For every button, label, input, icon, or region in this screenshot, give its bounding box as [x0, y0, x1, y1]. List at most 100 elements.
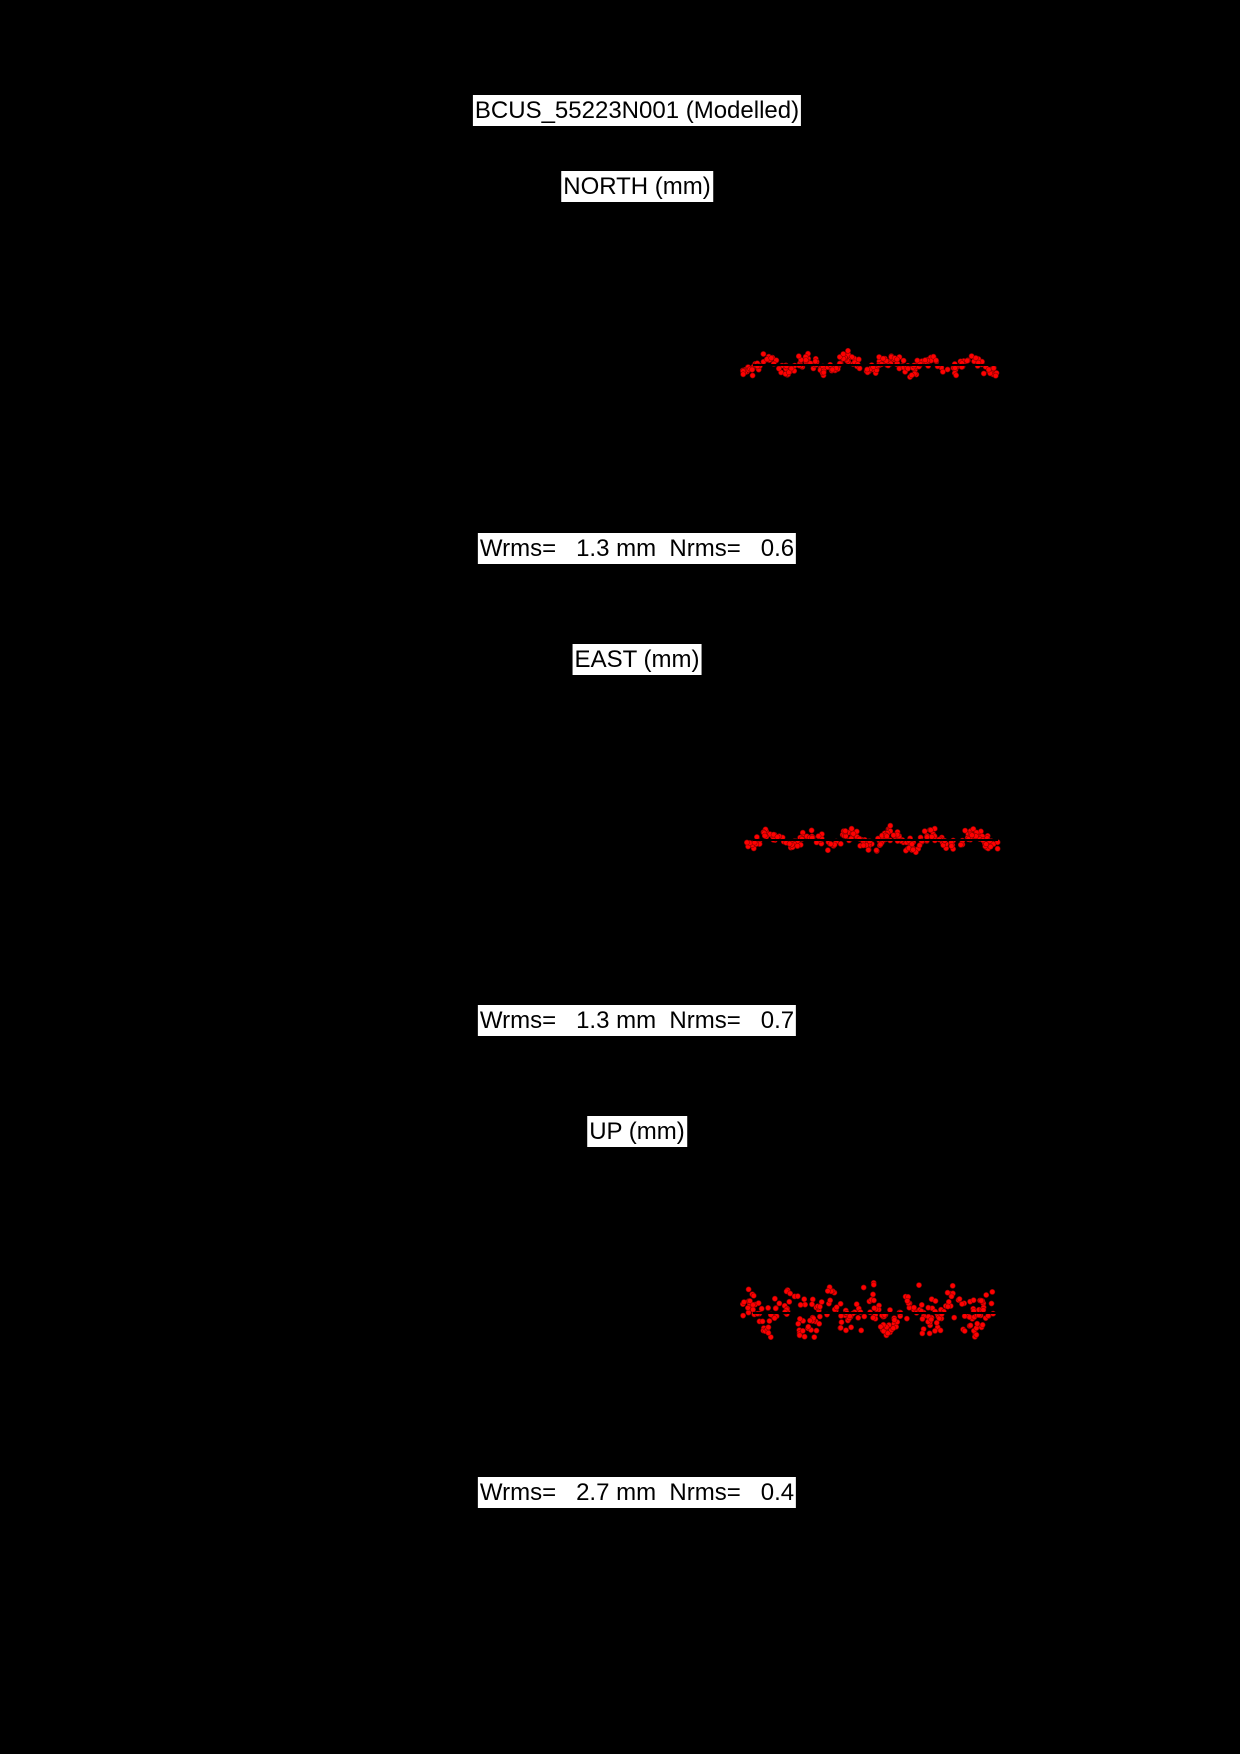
residual-point: [838, 1319, 845, 1326]
residual-point: [937, 1327, 944, 1334]
residual-point: [855, 356, 862, 363]
residual-point: [887, 822, 894, 829]
residual-point: [987, 843, 994, 850]
residual-point: [827, 1297, 833, 1304]
residual-point: [776, 365, 782, 372]
residual-point: [944, 366, 951, 373]
residual-point: [815, 833, 822, 840]
residual-point: [786, 1298, 793, 1305]
residual-point: [992, 372, 999, 379]
up-component-label: UP (mm): [587, 1116, 687, 1147]
residual-point: [812, 358, 819, 365]
residual-point: [925, 1304, 932, 1311]
residual-point: [970, 1297, 977, 1304]
residual-point: [843, 1327, 849, 1334]
residual-point: [905, 365, 911, 372]
residual-point: [786, 840, 793, 847]
residual-point: [811, 1334, 818, 1340]
residual-point: [877, 841, 884, 848]
residual-point: [768, 355, 775, 361]
residual-point: [797, 1316, 803, 1322]
residual-point: [914, 357, 921, 364]
residual-point: [890, 832, 897, 839]
east-stats-label: Wrms= 1.3 mm Nrms= 0.7: [477, 1005, 797, 1036]
residual-point: [805, 1323, 812, 1330]
residual-point: [918, 1302, 925, 1308]
residual-point: [750, 1306, 756, 1313]
residual-point: [774, 834, 781, 840]
residual-point: [948, 1293, 955, 1300]
residual-point: [795, 353, 802, 360]
residual-point: [973, 1331, 980, 1338]
residual-point: [860, 842, 867, 849]
residual-point: [838, 1313, 844, 1319]
residual-point: [983, 841, 989, 848]
residual-point: [871, 1297, 877, 1304]
residual-point: [988, 1300, 995, 1307]
residual-point: [761, 832, 768, 839]
residual-point: [951, 1314, 958, 1321]
residual-point: [765, 1305, 771, 1311]
residual-point: [916, 842, 923, 849]
residual-point: [758, 1305, 765, 1312]
residual-point: [759, 1318, 766, 1325]
residual-point: [809, 1301, 815, 1308]
residual-point: [740, 1312, 746, 1319]
residual-point: [747, 1298, 753, 1304]
residual-point: [801, 1333, 808, 1340]
residual-point: [808, 827, 815, 834]
residual-point: [985, 366, 992, 373]
residual-point: [817, 1313, 823, 1320]
residual-point: [900, 357, 907, 364]
residual-point: [809, 1296, 816, 1303]
residual-point: [772, 1305, 779, 1312]
residual-point: [787, 1290, 793, 1297]
residual-point: [765, 1330, 772, 1336]
residual-point: [849, 354, 855, 360]
residual-point: [799, 1328, 806, 1334]
residual-point: [989, 1289, 996, 1295]
residual-point: [820, 369, 827, 376]
residual-point: [801, 1296, 808, 1303]
residual-point: [802, 357, 809, 363]
residual-point: [994, 845, 1001, 852]
residual-point: [959, 1301, 965, 1307]
residual-point: [961, 1328, 968, 1334]
residual-point: [870, 1281, 877, 1288]
residual-point: [932, 1328, 938, 1334]
residual-point: [926, 1330, 933, 1337]
residual-point: [962, 827, 968, 834]
residual-point: [825, 847, 831, 854]
residual-point: [919, 1316, 926, 1322]
residual-point: [837, 1300, 844, 1307]
residual-point: [961, 1313, 968, 1319]
residual-point: [990, 365, 997, 372]
residual-point: [909, 841, 915, 847]
residual-point: [860, 1284, 867, 1291]
residual-point: [829, 366, 836, 373]
residual-point: [760, 351, 767, 357]
residual-point: [848, 1324, 854, 1331]
residual-point: [970, 826, 977, 832]
residual-point: [855, 1314, 862, 1321]
residual-point: [928, 1316, 935, 1323]
residual-point: [865, 847, 872, 853]
residual-point: [864, 366, 871, 373]
residual-point: [745, 1286, 752, 1293]
residual-point: [837, 840, 844, 847]
residual-point: [974, 1320, 981, 1327]
residual-point: [884, 1330, 891, 1337]
residual-point: [744, 839, 750, 846]
residual-point: [861, 1313, 868, 1320]
residual-point: [837, 1324, 844, 1331]
plot-title: BCUS_55223N001 (Modelled): [472, 95, 802, 126]
residual-point: [932, 1298, 939, 1304]
residual-point: [972, 355, 979, 361]
residual-point: [967, 1322, 974, 1329]
residual-point: [956, 1296, 963, 1302]
residual-point: [966, 1314, 973, 1320]
residual-point: [848, 825, 855, 832]
residual-point: [833, 1304, 840, 1311]
north-residual-scatter: [739, 347, 1000, 380]
residual-point: [978, 1297, 985, 1304]
